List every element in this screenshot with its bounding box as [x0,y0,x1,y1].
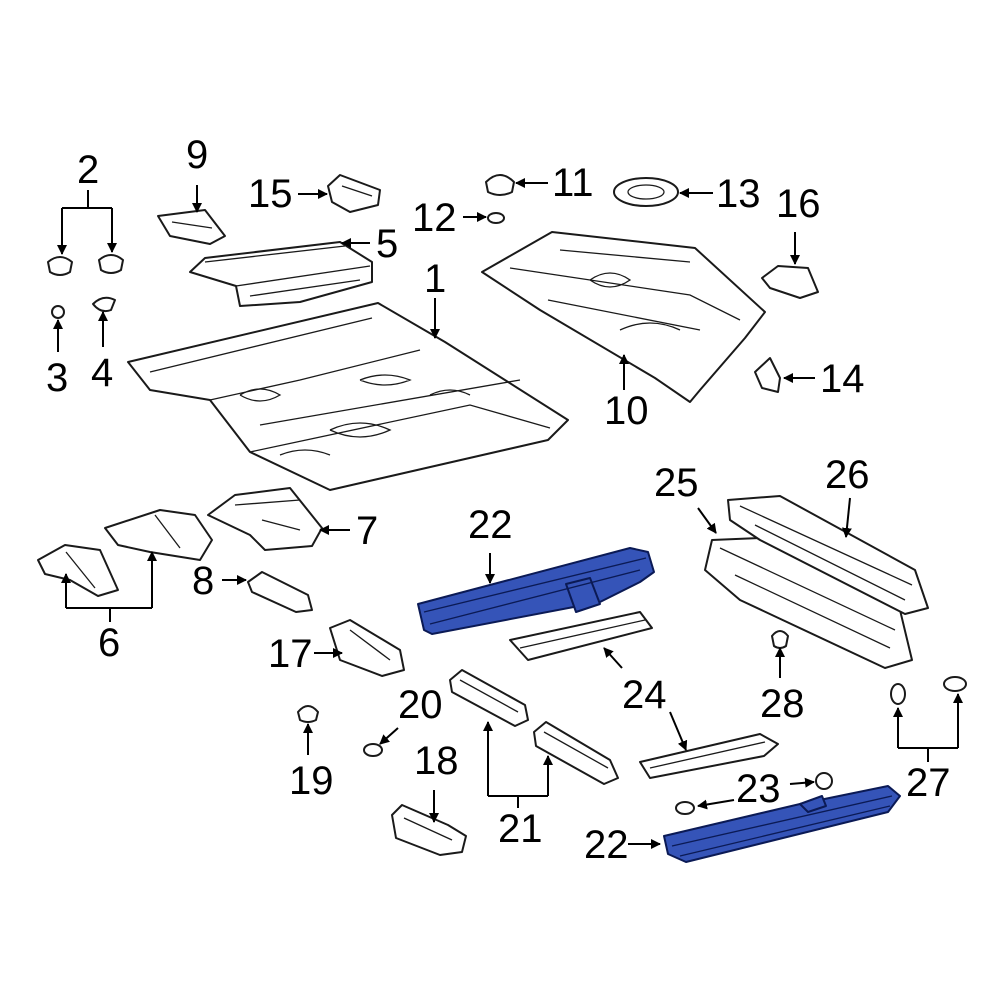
part-26-floor-side-member[interactable] [727,495,929,615]
part-16-bracket[interactable] [761,265,819,299]
callout-17[interactable]: 17 [268,632,313,676]
callout-14[interactable]: 14 [820,357,865,401]
callout-3[interactable]: 3 [46,356,68,400]
part-5-cross-member[interactable] [189,241,373,307]
callout-12[interactable]: 12 [412,196,457,240]
callout-13[interactable]: 13 [716,172,761,216]
callout-numbers: 1 2 3 4 5 6 7 8 9 10 11 12 13 14 15 16 1… [46,133,951,867]
part-22-rocker-reinforcement-lower[interactable] [663,785,901,863]
part-23-plug-right[interactable] [815,772,833,790]
callout-8[interactable]: 8 [192,559,214,603]
part-2-plug-right[interactable] [98,254,124,274]
callout-28[interactable]: 28 [760,682,805,726]
callout-1[interactable]: 1 [424,257,446,301]
part-9-bracket[interactable] [157,209,226,245]
part-11-grommet[interactable] [485,174,515,196]
callout-23[interactable]: 23 [736,767,781,811]
callout-27[interactable]: 27 [906,761,951,805]
callout-9[interactable]: 9 [186,133,208,177]
part-22-rocker-reinforcement-upper[interactable] [417,547,655,635]
part-7-bracket[interactable] [207,487,323,551]
part-6-bracket-left[interactable] [37,544,119,597]
callout-21[interactable]: 21 [498,807,543,851]
part-21-member-right[interactable] [533,721,619,785]
callout-7[interactable]: 7 [356,509,378,553]
callout-16[interactable]: 16 [776,182,821,226]
callout-24[interactable]: 24 [622,673,667,717]
callout-20[interactable]: 20 [398,683,443,727]
callout-6[interactable]: 6 [98,621,120,665]
part-24-sill-reinforcement[interactable] [509,611,653,661]
part-3-clip[interactable] [51,305,65,319]
leader-lines [53,178,963,849]
part-12-plug[interactable] [487,212,505,224]
part-2-plug-left[interactable] [47,256,73,276]
callout-15[interactable]: 15 [248,172,293,216]
part-15-bracket[interactable] [327,174,381,213]
part-14-bracket[interactable] [754,357,781,393]
callout-25[interactable]: 25 [654,461,699,505]
callout-2[interactable]: 2 [77,148,99,192]
callout-22-bottom[interactable]: 22 [584,823,629,867]
callout-18[interactable]: 18 [414,739,459,783]
callout-5[interactable]: 5 [376,222,398,266]
callout-26[interactable]: 26 [825,453,870,497]
part-17-bracket[interactable] [329,619,405,677]
part-20-plug[interactable] [363,743,383,757]
part-28-clip[interactable] [771,630,789,649]
callout-11[interactable]: 11 [552,161,594,205]
callout-19[interactable]: 19 [289,759,334,803]
callout-10[interactable]: 10 [604,389,649,433]
part-27-plug-left[interactable] [890,683,906,705]
part-6-bracket-right[interactable] [104,509,213,561]
part-27-plug-right[interactable] [943,676,967,692]
part-13-plug-oval[interactable] [613,177,679,207]
part-8-brace[interactable] [247,571,313,613]
part-1-floor-pan[interactable] [127,302,569,491]
part-4-grommet[interactable] [92,296,116,313]
part-19-clip[interactable] [297,705,319,723]
part-10-rear-floor-pan[interactable] [481,231,766,403]
callout-4[interactable]: 4 [91,351,113,395]
part-21-member-left[interactable] [449,669,529,727]
part-23-plug-left[interactable] [675,801,695,815]
part-18-bracket[interactable] [391,804,467,856]
part-24-sill-reinforcement-lower[interactable] [639,733,779,779]
callout-22-top[interactable]: 22 [468,503,513,547]
